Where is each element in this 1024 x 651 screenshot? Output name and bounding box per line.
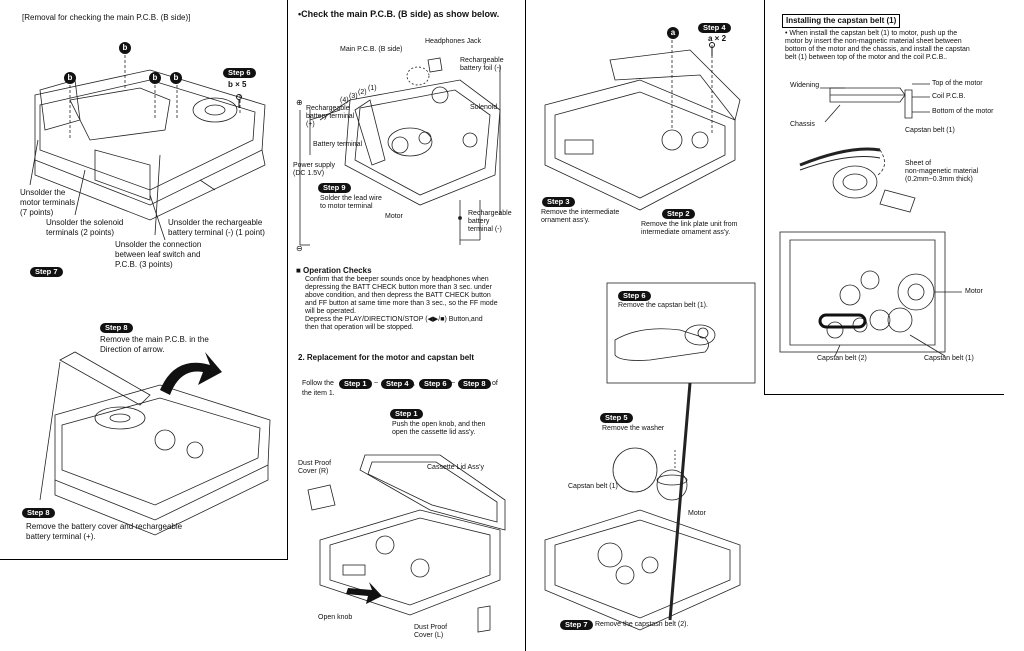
b-label-4: b <box>170 72 182 84</box>
open-knob-label: Open knob <box>318 614 353 621</box>
solenoid-label: Solenoid <box>470 104 498 111</box>
operation-checks-title: ■ Operation Checks <box>296 266 372 275</box>
sheet-label: Sheet of non-magenetic material (0.2mm~0… <box>905 160 979 183</box>
step7-badge-col3: Step 7 <box>560 620 593 630</box>
step3-text: Remove the intermediate ornament ass'y. <box>541 209 620 224</box>
unsolder-battery-label: Unsolder the rechargeable battery termin… <box>168 218 265 237</box>
col2-title: •Check the main P.C.B. (B side) as show … <box>298 9 500 19</box>
battery-terminal-label: Battery terminal <box>313 141 363 148</box>
step1-text: Push the open knob, and then open the ca… <box>392 421 486 436</box>
motor-label-col4: Motor <box>965 288 983 295</box>
chassis-label: Chassis <box>790 121 815 128</box>
capstan-belt1-label-col4-bottom: Capstan belt (1) <box>924 355 974 362</box>
minus-terminal-symbol: ⊖ <box>296 244 303 253</box>
unsolder-motor-label: Unsolder the motor terminals (7 points) <box>20 188 76 217</box>
follow-comma: , <box>413 380 415 387</box>
step6-badge-col1: Step 6 <box>223 68 256 78</box>
follow-tilde1: ~ <box>374 380 379 387</box>
unsolder-solenoid-label: Unsolder the solenoid terminals (2 point… <box>46 218 124 237</box>
step7-text: Remove the capstasn belt (2). <box>595 621 689 628</box>
col4-bullet-text: • When install the capstan belt (1) to m… <box>785 30 970 61</box>
num-2: (2) <box>358 89 367 96</box>
follow-step8: Step 8 <box>458 379 491 389</box>
section2-title: 2. Replacement for the motor and capstan… <box>298 353 475 362</box>
a-label-1: a <box>667 27 679 39</box>
step4-count: a × 2 <box>708 34 727 43</box>
headphones-label: Headphones Jack <box>425 38 482 45</box>
dust-cover-r-label: Dust Proof Cover (R) <box>298 460 332 475</box>
follow-post: the item 1. <box>302 390 335 397</box>
num-4: (4) <box>340 97 349 104</box>
follow-step6: Step 6 <box>419 379 452 389</box>
operation-checks-text: Confirm that the beeper sounds once by h… <box>305 276 498 331</box>
step8b-text: Remove the battery cover and rechargeabl… <box>26 522 183 541</box>
step3-badge: Step 3 <box>542 197 575 207</box>
follow-step1: Step 1 <box>339 379 372 389</box>
power-supply-label: Power supply (DC 1.5V) <box>293 162 336 177</box>
capstan-belt2-label: Capstan belt (2) <box>817 355 867 362</box>
step9-text: Solder the lead wire to motor terminal <box>320 195 382 210</box>
step7-badge-col1: Step 7 <box>30 267 63 277</box>
num-1: (1) <box>368 85 377 92</box>
step5-badge: Step 5 <box>600 413 633 423</box>
motor-label-col2: Motor <box>385 213 403 220</box>
col1-title: [Removal for checking the main P.C.B. (B… <box>22 13 191 22</box>
follow-pre: Follow the <box>302 380 334 387</box>
dust-cover-l-label: Dust Proof Cover (L) <box>414 624 448 639</box>
b-label-2: b <box>64 72 76 84</box>
unsolder-connection-label: Unsolder the connection between leaf swi… <box>115 240 202 269</box>
divider-5 <box>764 394 1004 395</box>
motor-label-col3: Motor <box>688 510 706 517</box>
coil-pcb-label: Coil P.C.B. <box>932 93 966 100</box>
step6-badge-col3: Step 6 <box>618 291 651 301</box>
step8a-badge: Step 8 <box>100 323 133 333</box>
step4-badge: Step 4 <box>698 23 731 33</box>
step5-text: Remove the washer <box>602 425 665 432</box>
step8b-badge: Step 8 <box>22 508 55 518</box>
rech-terminal-minus-label: Rechargeable battery terminal (-) <box>468 210 512 233</box>
divider-1 <box>287 0 288 560</box>
divider-2 <box>525 0 526 651</box>
divider-3 <box>764 0 765 395</box>
num-3: (3) <box>349 93 358 100</box>
step6-text-col3: Remove the capstan belt (1). <box>618 302 708 309</box>
rech-foil-label: Rechargeable battery foil (-) <box>460 57 504 72</box>
plus-terminal-symbol: ⊕ <box>296 98 303 107</box>
cassette-lid-label: Cassette Lid Ass'y <box>427 464 484 471</box>
main-pcb-label: Main P.C.B. (B side) <box>340 46 403 53</box>
col4-title: Installing the capstan belt (1) <box>782 14 901 28</box>
b-label-1: b <box>119 42 131 54</box>
step2-badge: Step 2 <box>662 209 695 219</box>
step2-text: Remove the link plate unit from intermed… <box>641 221 738 236</box>
divider-4 <box>0 559 287 560</box>
step1-badge: Step 1 <box>390 409 423 419</box>
b-label-3: b <box>149 72 161 84</box>
capstan-belt1-label-col3: Capstan belt (1) <box>568 483 618 490</box>
step9-badge: Step 9 <box>318 183 351 193</box>
follow-of: of <box>492 380 498 387</box>
bottom-motor-label: Bottom of the motor <box>932 108 994 115</box>
widening-label: Widening <box>790 82 820 89</box>
step6-count: b × 5 <box>228 80 247 89</box>
rech-terminal-plus-label: Rechargeable battery terminal (+) <box>306 105 355 128</box>
capstan-belt1-label-col4-top: Capstan belt (1) <box>905 127 955 134</box>
follow-tilde2: ~ <box>451 380 456 387</box>
top-motor-label: Top of the motor <box>932 80 983 87</box>
step8a-text: Remove the main P.C.B. in the Direction … <box>100 335 209 354</box>
follow-step4: Step 4 <box>381 379 414 389</box>
